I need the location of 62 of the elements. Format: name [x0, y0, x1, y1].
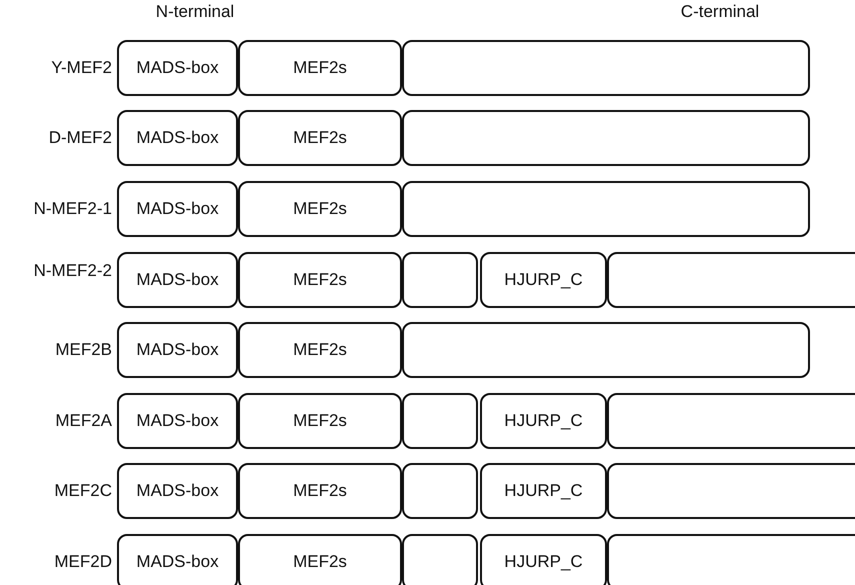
domain-name: HJURP_C: [504, 481, 583, 501]
domain-name: MADS-box: [136, 58, 219, 78]
domain-name: MADS-box: [136, 552, 219, 572]
domain-box: [607, 463, 855, 519]
domain-box: [238, 322, 402, 378]
domain-box: [480, 534, 607, 585]
domain-box: [238, 252, 402, 308]
protein-name: MEF2B: [55, 340, 112, 360]
domain-name: MADS-box: [136, 340, 219, 360]
domain-name: MADS-box: [136, 199, 219, 219]
domain-name: MADS-box: [136, 128, 219, 148]
domain-name: MEF2s: [293, 128, 347, 148]
domain-name: MADS-box: [136, 270, 219, 290]
domain-box: [238, 181, 402, 237]
domain-name: MADS-box: [136, 411, 219, 431]
domain-box: [607, 252, 855, 308]
domain-box: [480, 393, 607, 449]
domain-name: MADS-box: [136, 481, 219, 501]
domain-name: MEF2s: [293, 58, 347, 78]
domain-box: [402, 534, 478, 585]
domain-box: [402, 463, 478, 519]
domain-box: [480, 252, 607, 308]
domain-box: [238, 393, 402, 449]
domain-box: [117, 252, 238, 308]
domain-name: MEF2s: [293, 270, 347, 290]
protein-name: N-MEF2-2: [34, 261, 112, 281]
domain-box: [238, 534, 402, 585]
domain-box: [402, 252, 478, 308]
domain-name: MEF2s: [293, 199, 347, 219]
protein-name: MEF2A: [55, 411, 112, 431]
domain-name: HJURP_C: [504, 411, 583, 431]
domain-box: [402, 181, 810, 237]
protein-name: MEF2C: [54, 481, 112, 501]
domain-box: [607, 534, 855, 585]
domain-box: [117, 110, 238, 166]
domain-box: [238, 110, 402, 166]
domain-box: [480, 463, 607, 519]
domain-box: [238, 40, 402, 96]
domain-name: MEF2s: [293, 340, 347, 360]
domain-box: [402, 40, 810, 96]
domain-name: MEF2s: [293, 552, 347, 572]
domain-box: [117, 40, 238, 96]
protein-name: Y-MEF2: [51, 58, 112, 78]
terminus-label: C-terminal: [680, 2, 760, 22]
domain-box: [117, 534, 238, 585]
domain-box: [402, 322, 810, 378]
domain-box: [117, 393, 238, 449]
domain-box: [402, 110, 810, 166]
domain-box: [117, 322, 238, 378]
domain-box: [607, 393, 855, 449]
domain-name: MEF2s: [293, 481, 347, 501]
protein-name: MEF2D: [54, 552, 112, 572]
domain-name: HJURP_C: [504, 552, 583, 572]
protein-name: N-MEF2-1: [34, 199, 112, 219]
domain-box: [117, 181, 238, 237]
domain-box: [238, 463, 402, 519]
domain-name: MEF2s: [293, 411, 347, 431]
domain-box: [402, 393, 478, 449]
domain-box: [117, 463, 238, 519]
domain-name: HJURP_C: [504, 270, 583, 290]
terminus-label: N-terminal: [156, 2, 234, 22]
protein-name: D-MEF2: [48, 128, 112, 148]
